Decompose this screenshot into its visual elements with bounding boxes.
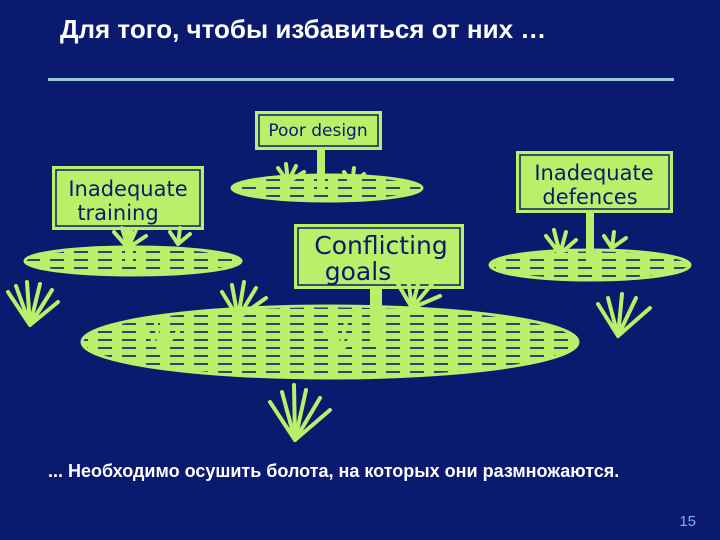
- sign-inadequate-defences-line2: defences: [542, 185, 637, 209]
- sign-conflicting-goals: Conflicting goals: [294, 224, 464, 289]
- sign-inadequate-training-line1: Inadequate: [68, 177, 187, 201]
- swamps-illustration: Poor design Inadequate training Inadequa…: [6, 111, 692, 442]
- sign-poor-design: Poor design: [255, 111, 382, 150]
- title-divider: [48, 78, 674, 81]
- sign-inadequate-defences-line1: Inadequate: [534, 161, 653, 185]
- slide-number: 15: [679, 513, 696, 530]
- slide-caption: ... Необходимо осушить болота, на которы…: [48, 461, 620, 481]
- sign-conflicting-goals-line2: goals: [325, 257, 391, 286]
- sign-inadequate-defences: Inadequate defences: [516, 151, 673, 213]
- reed-tufts: [6, 162, 652, 442]
- sign-poor-design-label: Poor design: [268, 121, 367, 141]
- sign-inadequate-training-line2: training: [77, 201, 158, 225]
- swamp-conflicting-goals: [80, 304, 580, 380]
- sign-conflicting-goals-line1: Conflicting: [314, 231, 448, 260]
- slide-title: Для того, чтобы избавиться от них …: [60, 14, 547, 44]
- swamp-poor-design: [230, 173, 424, 203]
- sign-inadequate-training: Inadequate training: [52, 166, 204, 230]
